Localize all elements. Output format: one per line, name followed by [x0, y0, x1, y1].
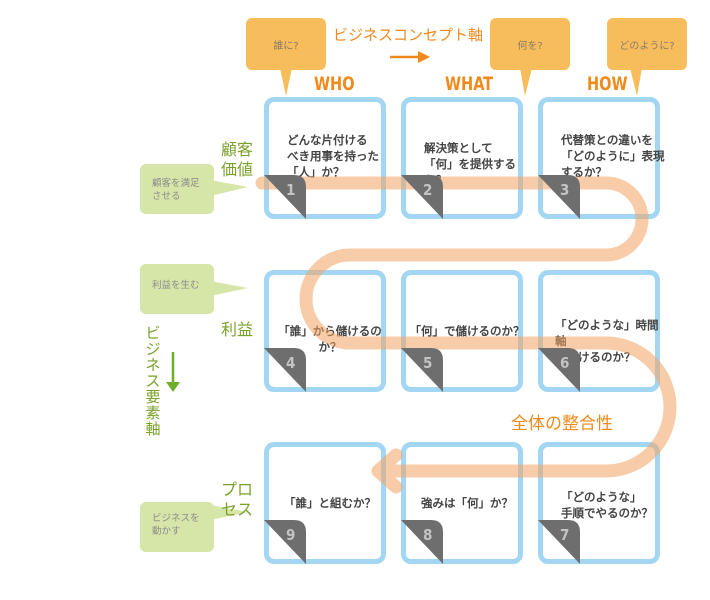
- row-label-profit: 利益: [221, 320, 254, 339]
- card-5: 「何」で儲けるのか？: [401, 270, 525, 392]
- card-text: 代替策との違いを 「どのように」表現 するか？: [561, 133, 665, 179]
- card-text: 「どのような」 手順でやるのか？: [561, 490, 653, 520]
- concept-axis-title: ビジネスコンセプト軸: [333, 26, 484, 44]
- card-6: 「どのような」時間軸 で儲けるのか？: [538, 270, 660, 392]
- card-8: 強みは「何」か？: [401, 442, 523, 564]
- card-1: どんな片付ける べき用事を持った 「人」か？: [264, 97, 386, 219]
- card-number: 5: [423, 354, 433, 372]
- callout-what: 何を?: [490, 18, 570, 70]
- column-header-what: WHAT: [445, 73, 494, 95]
- card-number: 8: [423, 526, 433, 544]
- card-3: 代替策との違いを 「どのように」表現 するか？: [538, 97, 665, 219]
- consistency-label: 全体の整合性: [511, 414, 613, 434]
- callout-how: どのように?: [607, 18, 687, 70]
- card-number-fold: 3: [538, 175, 582, 219]
- card-number: 1: [286, 181, 296, 199]
- card-7: 「どのような」 手順でやるのか？: [538, 442, 660, 564]
- card-number-fold: 8: [401, 520, 445, 564]
- card-number: 3: [560, 181, 570, 199]
- card-number-fold: 1: [264, 175, 308, 219]
- card-number: 4: [286, 354, 296, 372]
- row-callout-profit: 利益を生む: [140, 264, 214, 314]
- row-label-customer-value: 顧客 価値: [221, 140, 254, 179]
- card-text: 強みは「何」か？: [421, 496, 513, 510]
- element-axis-title: ビジネス要素軸: [145, 324, 161, 438]
- card-number: 7: [560, 526, 570, 544]
- row-label-process: プロ セス: [221, 480, 254, 519]
- card-9: 「誰」と組むか？: [264, 442, 386, 564]
- column-header-how: HOW: [587, 73, 628, 95]
- card-number-fold: 9: [264, 520, 308, 564]
- callout-who: 誰に?: [246, 18, 326, 70]
- card-text: どんな片付ける べき用事を持った 「人」か？: [287, 133, 379, 179]
- card-number: 2: [423, 181, 433, 199]
- card-number: 9: [286, 526, 296, 544]
- column-header-who: WHO: [314, 73, 355, 95]
- row-callout-customer-value: 顧客を満足 させる: [140, 164, 214, 214]
- card-number: 6: [560, 354, 570, 372]
- card-2: 解決策として 「何」を提供するか？: [401, 97, 523, 219]
- card-text: 「何」で儲けるのか？: [409, 324, 525, 338]
- card-text: 「誰」と組むか？: [284, 496, 376, 510]
- card-number-fold: 5: [401, 348, 445, 392]
- card-number-fold: 4: [264, 348, 308, 392]
- row-callout-process: ビジネスを 動かす: [140, 502, 214, 552]
- card-number-fold: 7: [538, 520, 582, 564]
- card-number-fold: 2: [401, 175, 445, 219]
- card-number-fold: 6: [538, 348, 582, 392]
